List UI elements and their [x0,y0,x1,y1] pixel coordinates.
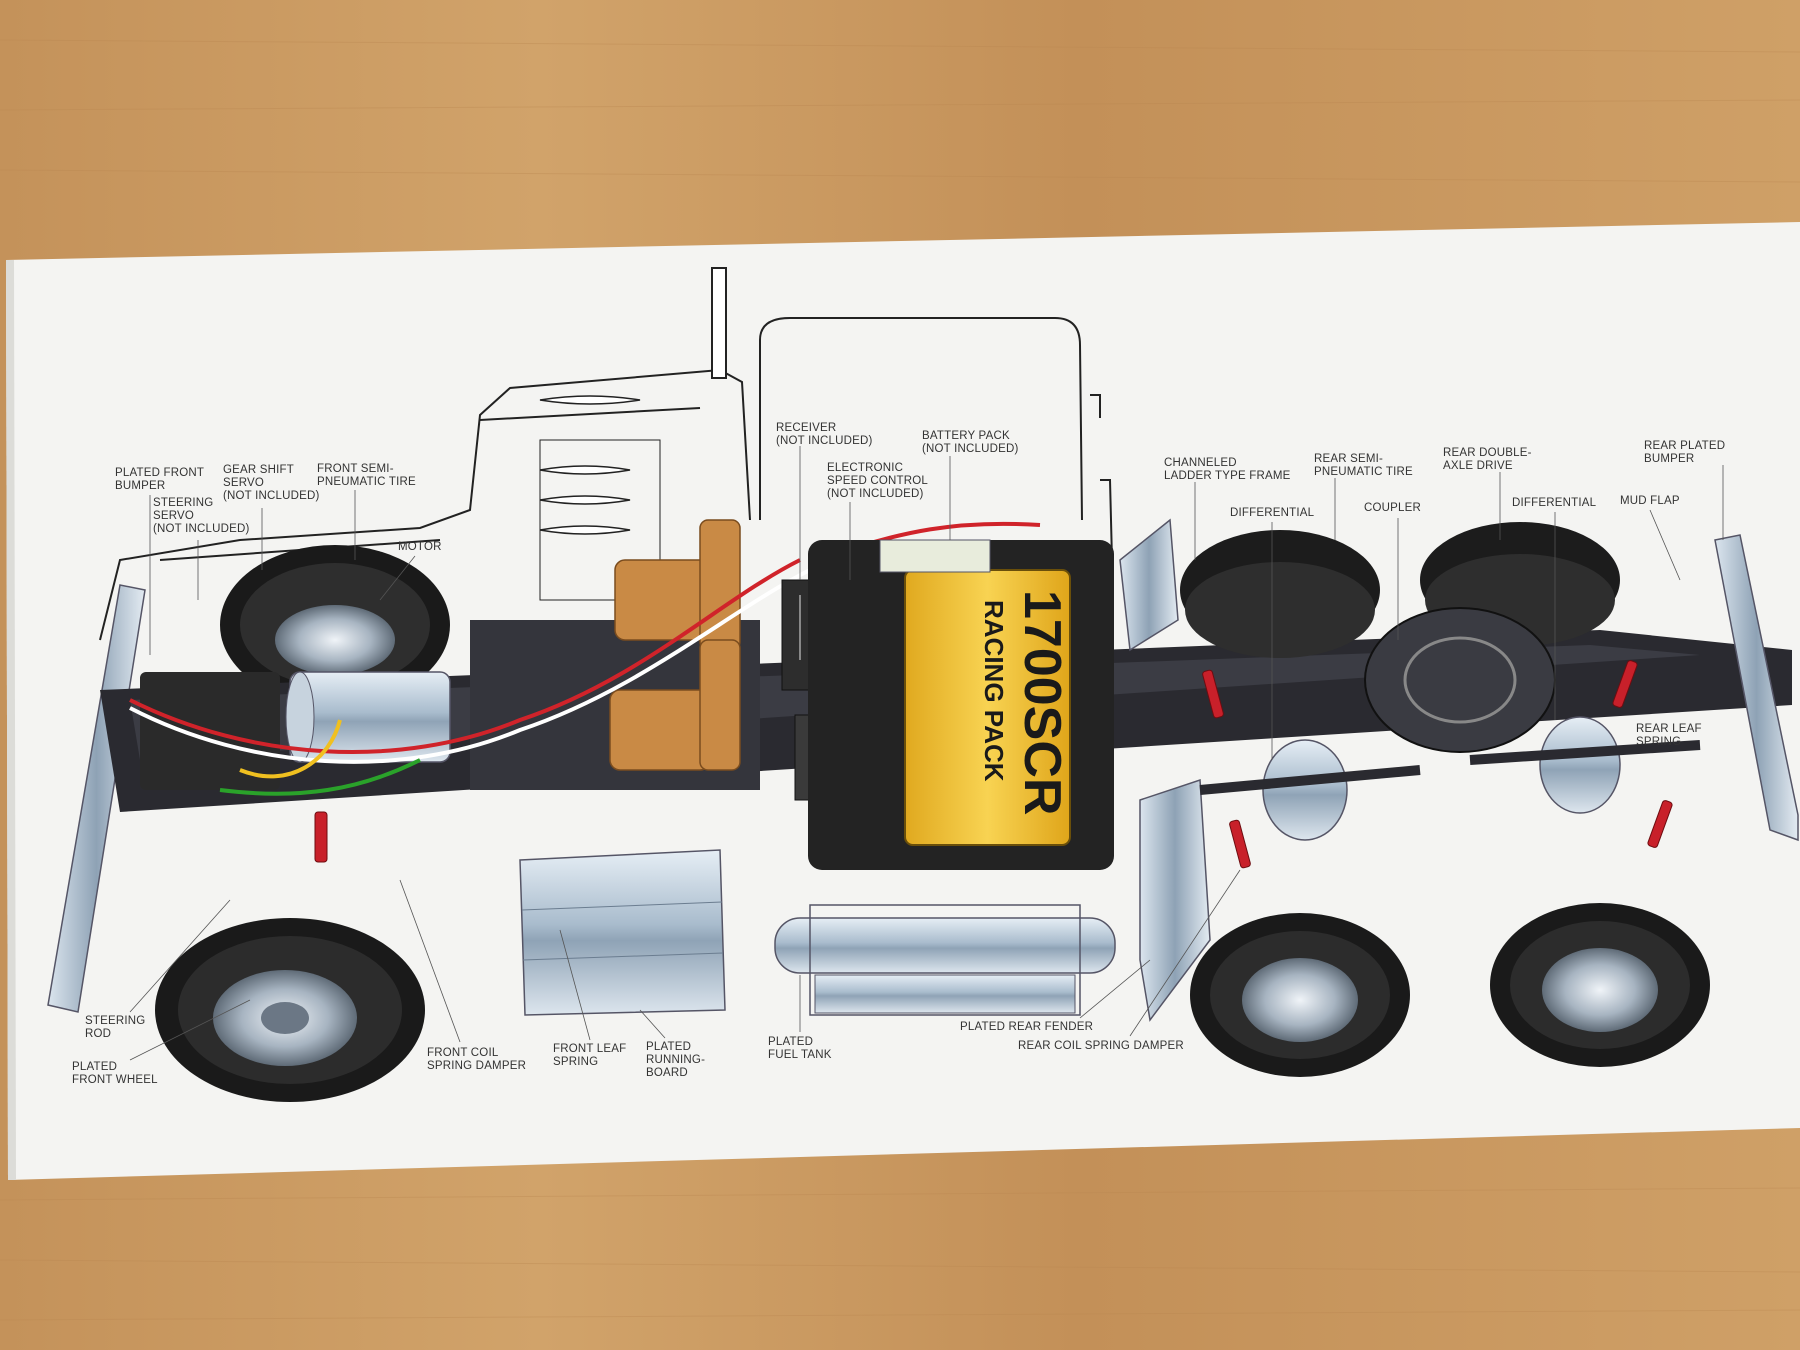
label-line: AXLE DRIVE [1443,460,1513,472]
plated-rear-fender [1139,778,1211,1022]
plated-running-board [519,849,726,1016]
battery-label-1700scr: 1700SCR [1013,590,1071,815]
label-front-semi-pneumatic-tire: FRONT SEMI-PNEUMATIC TIRE [317,463,416,489]
coil-spring-dampers [314,660,1673,869]
label-line: (NOT INCLUDED) [223,490,320,502]
front-tire-upper [220,545,450,705]
label-line: PLATED [768,1036,814,1048]
label-line: REAR SEMI- [1314,453,1384,465]
label-line: ELECTRONIC [827,462,904,474]
label-line: REAR DOUBLE- [1443,447,1532,459]
battery-pack: RACING PACK 1700SCR [808,539,1114,870]
label-line: PLATED [72,1061,118,1073]
label-line: DIFFERENTIAL [1512,497,1597,509]
mud-flap-front [1119,518,1179,652]
label-line: REAR COIL SPRING DAMPER [1018,1040,1184,1052]
label-line: LADDER TYPE FRAME [1164,470,1291,482]
label-line: RUNNING- [646,1054,706,1066]
label-line: MUD FLAP [1620,495,1680,507]
rear-tires [1180,522,1710,1077]
label-line: BOARD [646,1067,688,1079]
label-line: GEAR SHIFT [223,464,295,476]
label-line: REAR PLATED [1644,440,1726,452]
label-line: CHANNELED [1164,457,1237,469]
label-line: SERVO [223,477,265,489]
label-line: SERVO [153,510,195,522]
label-line: REAR LEAF [1636,723,1702,735]
label-coupler: COUPLER [1364,502,1421,515]
label-line: FRONT SEMI- [317,463,394,475]
label-receiver: RECEIVER(NOT INCLUDED) [776,422,873,448]
label-mud-flap: MUD FLAP [1620,495,1680,508]
label-line: (NOT INCLUDED) [153,523,250,535]
label-line: COUPLER [1364,502,1421,514]
label-line: SPRING [553,1056,599,1068]
label-line: PNEUMATIC TIRE [1314,466,1413,478]
label-line: BUMPER [1644,453,1695,465]
label-line: FRONT LEAF [553,1043,627,1055]
label-line: STEERING [85,1015,146,1027]
label-line: DIFFERENTIAL [1230,507,1315,519]
label-rear-double-axle-drive: REAR DOUBLE-AXLE DRIVE [1443,447,1532,473]
label-motor: MOTOR [398,541,442,554]
label-line: FUEL TANK [768,1049,832,1061]
label-line: PLATED REAR FENDER [960,1021,1094,1033]
label-line: (NOT INCLUDED) [922,443,1019,455]
label-rear-semi-pneumatic-tire: REAR SEMI-PNEUMATIC TIRE [1314,453,1413,479]
label-line: BATTERY PACK [922,430,1010,442]
label-line: BUMPER [115,480,166,492]
plated-fuel-tank [774,904,1116,1016]
label-line: FRONT COIL [427,1047,499,1059]
label-plated-rear-fender: PLATED REAR FENDER [960,1021,1093,1034]
label-line: PLATED FRONT [115,467,205,479]
label-line: PLATED [646,1041,692,1053]
label-line: STEERING [153,497,214,509]
label-differential-1: DIFFERENTIAL [1230,507,1314,520]
label-line: SPEED CONTROL [827,475,929,487]
label-line: SPRING DAMPER [427,1060,527,1072]
leader-lines [129,446,1724,1061]
label-line: (NOT INCLUDED) [776,435,873,447]
label-rear-coil-spring-damper: REAR COIL SPRING DAMPER [1018,1040,1184,1053]
battery-label-racing-pack: RACING PACK [979,600,1009,782]
label-battery-pack: BATTERY PACK(NOT INCLUDED) [922,430,1019,456]
label-line: FRONT WHEEL [72,1074,158,1086]
rear-plated-bumper [1714,534,1799,842]
differentials [1199,716,1701,841]
label-differential-2: DIFFERENTIAL [1512,497,1596,510]
coupler-plate [1364,607,1556,753]
label-line: PNEUMATIC TIRE [317,476,416,488]
label-line: ROD [85,1028,112,1040]
label-line: SPRING [1636,736,1682,748]
label-line: MOTOR [398,541,442,553]
label-line: RECEIVER [776,422,837,434]
front-tire-lower [155,918,425,1102]
label-line: (NOT INCLUDED) [827,488,924,500]
